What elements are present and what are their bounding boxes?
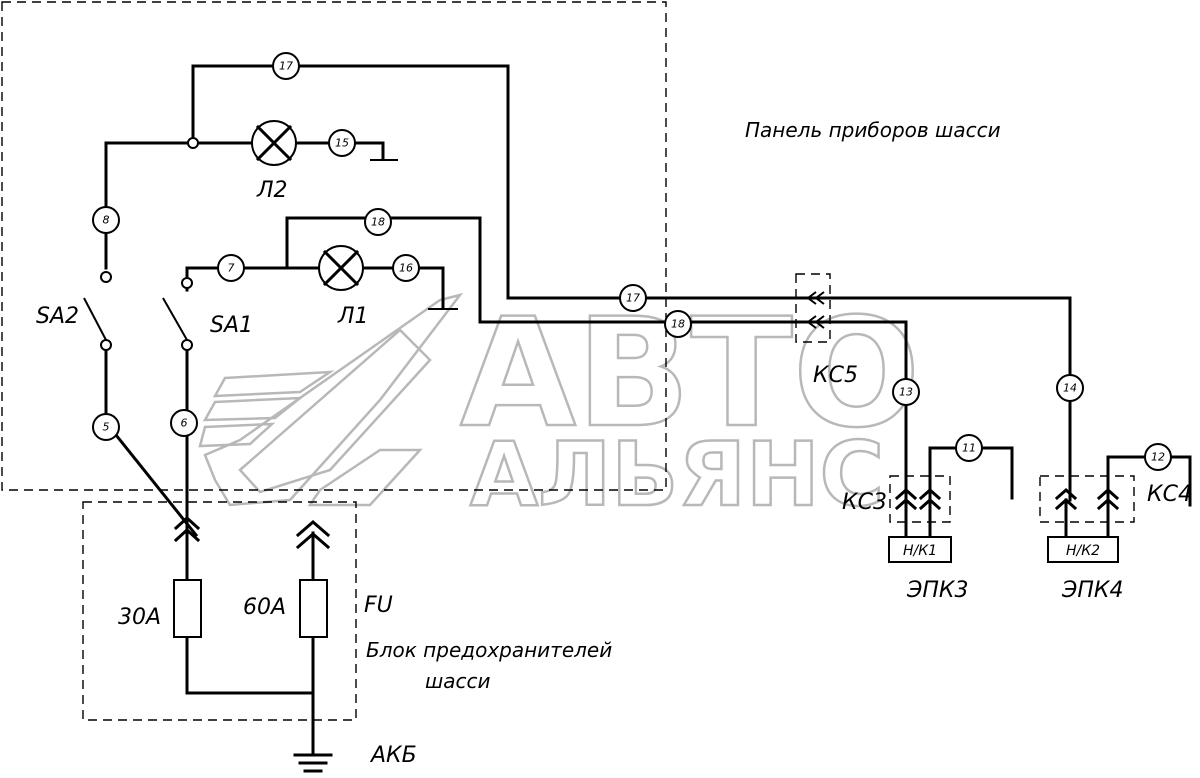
- ks3-connector: [894, 487, 942, 511]
- ks4-connector: [1054, 487, 1120, 511]
- node-7: 7: [217, 254, 245, 282]
- node-12: 12: [1144, 443, 1172, 471]
- box-nk2: [1047, 536, 1119, 563]
- ks3-enclosure: [889, 475, 951, 523]
- fuse-block-label-line1: Блок предохранителей: [366, 638, 612, 662]
- svg-text:12: 12: [1151, 451, 1165, 464]
- switch-sa2-label: SA2: [36, 304, 79, 329]
- fuse-block-label-line2: шасси: [425, 669, 491, 693]
- battery-label: АКБ: [369, 743, 417, 768]
- fuse-30a-label: 30А: [118, 605, 161, 630]
- valve-epk4-label: ЭПК4: [1061, 578, 1124, 603]
- lamp-l2-label: Л2: [256, 178, 288, 203]
- svg-text:17: 17: [279, 60, 293, 73]
- ks5-connector: [806, 291, 825, 329]
- fuse-60a: [299, 579, 328, 638]
- svg-text:7: 7: [228, 262, 235, 275]
- ks4-enclosure: [1039, 475, 1135, 523]
- conn-ks4-label: КС4: [1147, 482, 1192, 507]
- node-14: 14: [1056, 374, 1084, 402]
- lamp-l1-label: Л1: [337, 304, 369, 329]
- node-11: 11: [955, 434, 983, 462]
- fuse-60a-label: 60А: [243, 595, 286, 620]
- fu-label: FU: [364, 593, 393, 618]
- fuse-block-enclosure: [82, 501, 357, 721]
- box-nk1: [888, 536, 952, 563]
- svg-text:13: 13: [899, 386, 913, 399]
- node-5: 5: [92, 413, 120, 441]
- svg-text:5: 5: [103, 421, 110, 434]
- lamp-l1: [318, 245, 364, 291]
- fuse-block-connectors: [173, 515, 331, 550]
- wires: [83, 64, 1192, 773]
- svg-text:11: 11: [962, 442, 976, 455]
- panel-label: Панель приборов шасси: [745, 118, 1001, 142]
- ks5-enclosure: [795, 273, 831, 343]
- svg-text:16: 16: [399, 262, 413, 275]
- node-18-right: 18: [664, 310, 692, 338]
- valve-epk3-label: ЭПК3: [906, 578, 969, 603]
- switch-sa1-label: SA1: [210, 313, 253, 338]
- svg-text:18: 18: [671, 318, 685, 331]
- svg-text:18: 18: [371, 216, 385, 229]
- node-17-right: 17: [619, 284, 647, 312]
- svg-text:14: 14: [1063, 382, 1077, 395]
- node-17-top: 17: [272, 52, 300, 80]
- panel-enclosure: [1, 1, 667, 491]
- node-16: 16: [392, 254, 420, 282]
- switch-terminals: [100, 271, 193, 351]
- node-13: 13: [892, 378, 920, 406]
- svg-text:15: 15: [335, 137, 349, 150]
- junction-dot: [187, 137, 199, 149]
- node-8: 8: [92, 206, 120, 234]
- svg-text:6: 6: [181, 417, 188, 430]
- svg-text:8: 8: [103, 214, 110, 227]
- box-nk2-label: Н/К2: [1066, 543, 1100, 559]
- box-nk1-label: Н/К1: [903, 543, 937, 559]
- node-18-top: 18: [364, 208, 392, 236]
- node-15: 15: [328, 129, 356, 157]
- conn-ks3-label: КС3: [842, 490, 887, 515]
- fuse-30a: [173, 579, 202, 638]
- watermark-text-line1: АВТО: [460, 287, 920, 461]
- svg-text:17: 17: [626, 292, 640, 305]
- watermark-logo: [198, 292, 464, 507]
- watermark-text-line2: АЛЬЯНС: [470, 423, 884, 526]
- node-6: 6: [170, 409, 198, 437]
- lamp-l2: [251, 120, 297, 166]
- conn-ks5-label: КС5: [813, 363, 858, 388]
